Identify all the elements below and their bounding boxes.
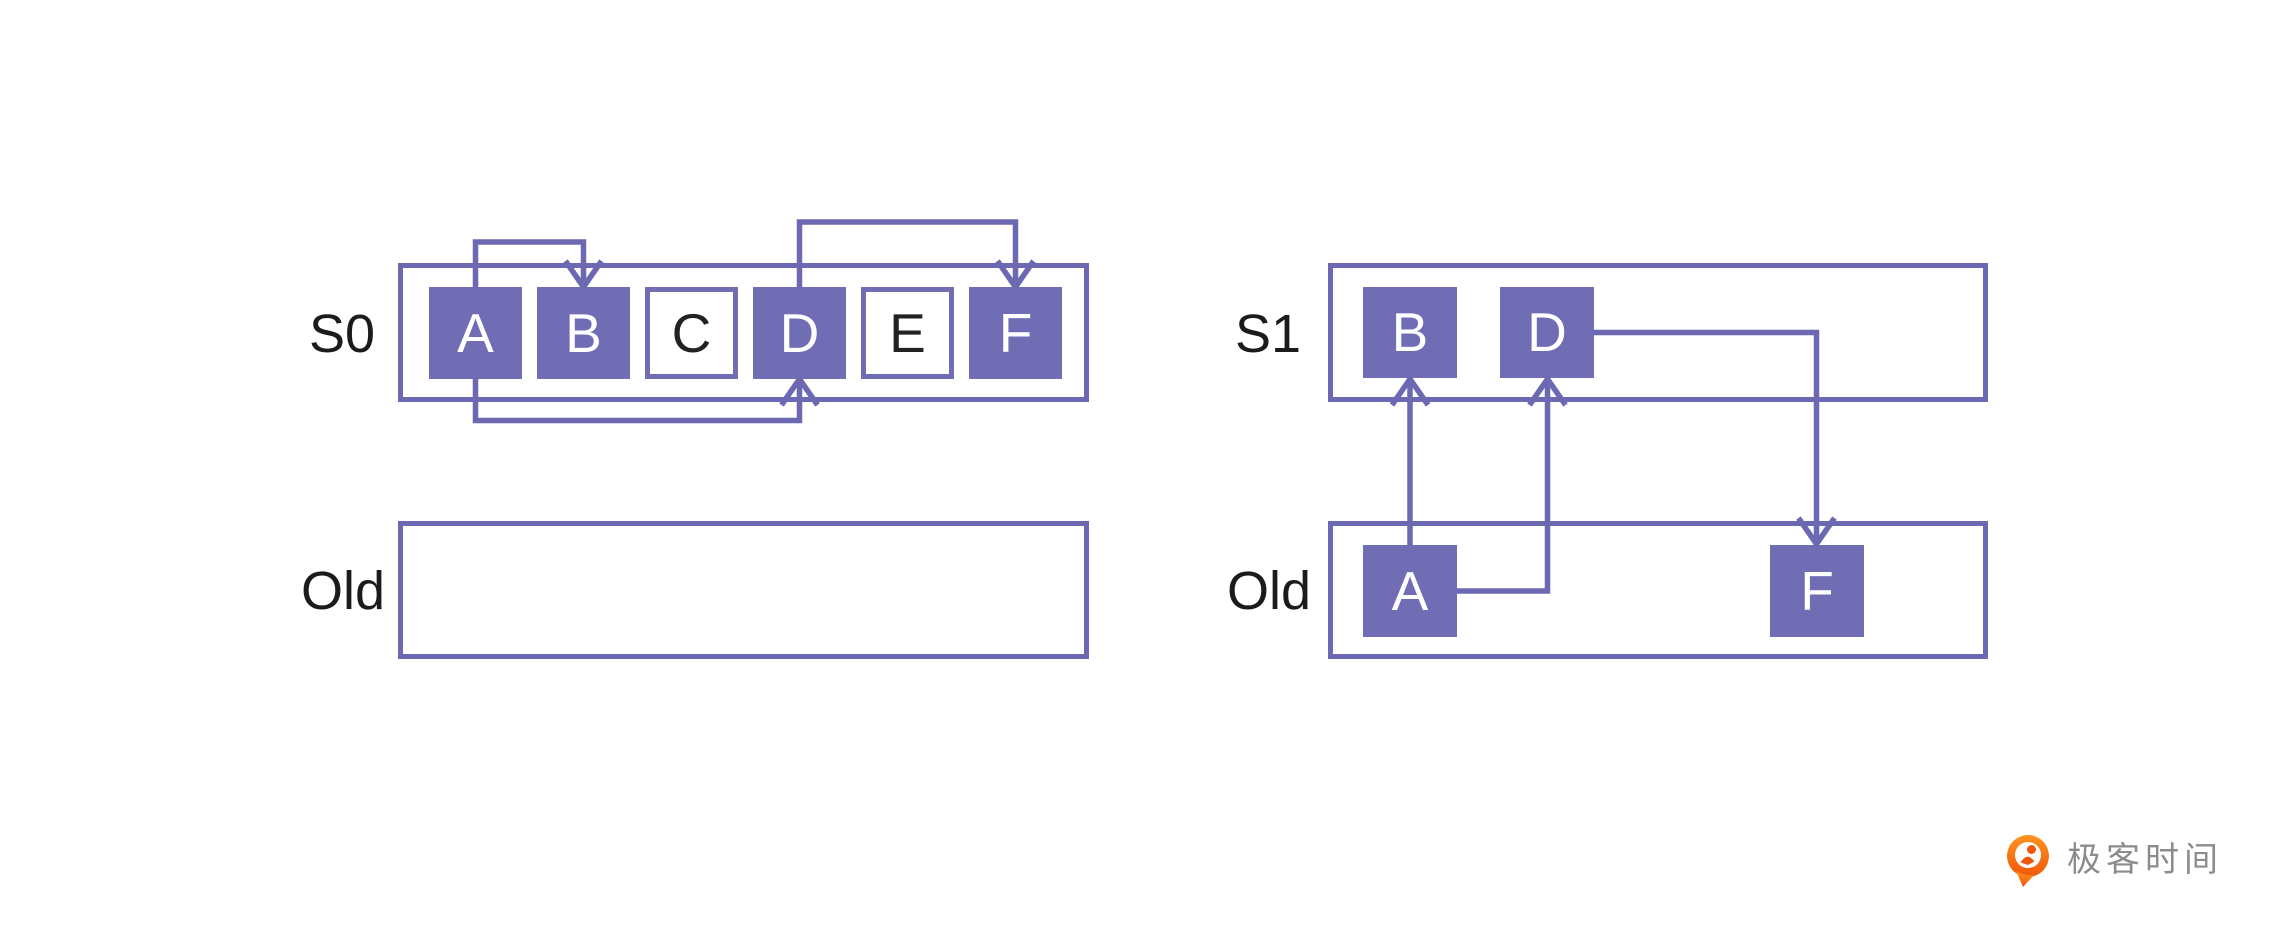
object-letter: B — [565, 301, 602, 364]
object-letter: C — [671, 301, 712, 364]
object-letter: F — [998, 301, 1033, 364]
logo-figure-head — [2027, 845, 2036, 854]
object-box-f-s0: F — [969, 287, 1062, 379]
old-region-label-right: Old — [1226, 561, 1312, 621]
object-box-b-s1: B — [1363, 287, 1457, 378]
object-box-e-s0: E — [861, 287, 954, 379]
object-box-c-s0: C — [645, 287, 738, 379]
object-letter: D — [779, 301, 820, 364]
object-letter: E — [889, 301, 926, 364]
old-region-label-left: Old — [300, 561, 386, 621]
object-letter: B — [1391, 301, 1429, 363]
object-letter: A — [457, 301, 494, 364]
object-box-a-s0: A — [429, 287, 522, 379]
geektime-logo-icon — [2007, 835, 2049, 887]
logo-pin-tail — [2016, 871, 2034, 887]
object-letter: D — [1527, 301, 1567, 363]
object-box-d-s0: D — [753, 287, 846, 379]
object-box-a-old: A — [1363, 545, 1457, 637]
logo-figure-body — [2020, 856, 2035, 865]
object-letter: F — [1800, 559, 1834, 622]
s1-region-label: S1 — [1234, 304, 1302, 364]
object-letter: A — [1391, 559, 1429, 622]
object-box-f-old: F — [1770, 545, 1864, 637]
geektime-logo-text: 极客时间 — [2067, 841, 2223, 879]
geektime-logo: 极客时间 — [2001, 829, 2223, 891]
object-box-b-s0: B — [537, 287, 630, 379]
old-region-left — [398, 521, 1089, 659]
s0-region-label: S0 — [308, 304, 376, 364]
object-box-d-s1: D — [1500, 287, 1594, 378]
